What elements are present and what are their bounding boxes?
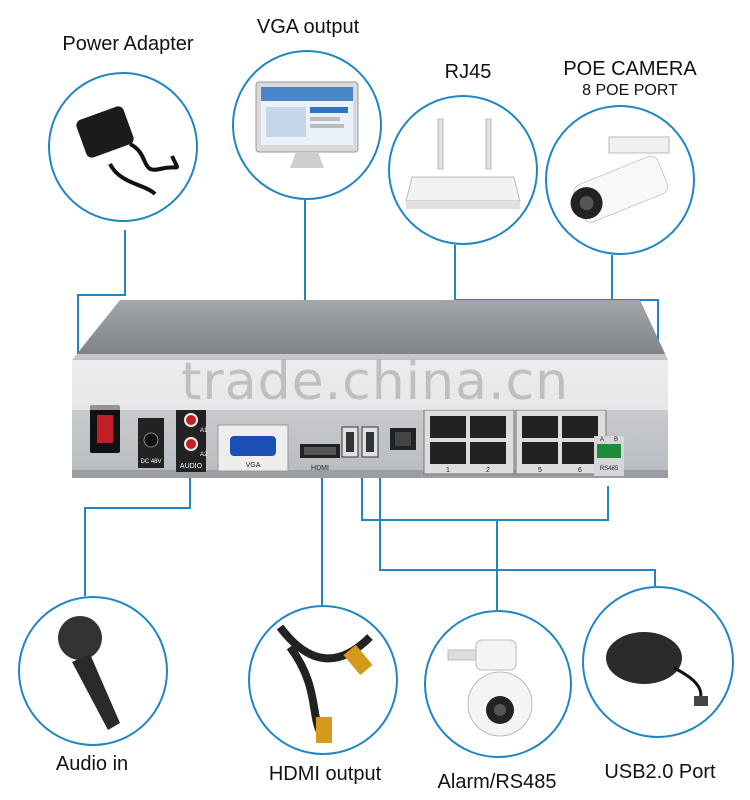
alarm-rs485-circle bbox=[424, 610, 572, 758]
audio-jack-a2 bbox=[184, 437, 198, 451]
poe-port bbox=[562, 416, 598, 438]
rs485-label: RS485 bbox=[600, 466, 619, 472]
audio-in-label: Audio in bbox=[55, 753, 129, 775]
microphone-icon bbox=[58, 616, 120, 730]
vga-port bbox=[230, 436, 276, 456]
poe-port bbox=[522, 442, 558, 464]
dc-jack bbox=[143, 432, 159, 448]
power-adapter-label: Power Adapter bbox=[62, 33, 194, 55]
device-top bbox=[72, 300, 668, 360]
audio-a2-label: A2 bbox=[200, 452, 208, 458]
line-audio-in bbox=[84, 478, 191, 596]
vga-label: VGA bbox=[246, 462, 261, 469]
poe-port-number: 5 bbox=[538, 467, 542, 474]
audio-in-circle bbox=[18, 596, 168, 746]
hdmi-output-label: HDMI output bbox=[268, 763, 382, 785]
monitor-icon bbox=[255, 81, 359, 168]
rj45-label: RJ45 bbox=[444, 61, 492, 83]
hdmi-label: HDMI bbox=[311, 465, 329, 472]
rj45-circle bbox=[388, 95, 538, 245]
vga-output-label: VGA output bbox=[256, 16, 360, 38]
usb-port-label: USB2.0 Port bbox=[604, 761, 716, 783]
usb-port-circle bbox=[582, 586, 734, 738]
mouse-icon bbox=[606, 632, 708, 706]
poe-port-label: 8 POE PORT bbox=[582, 82, 678, 99]
power-adapter-circle bbox=[48, 72, 198, 222]
poe-port bbox=[470, 416, 506, 438]
poe-port bbox=[430, 416, 466, 438]
poe-port-number: 2 bbox=[486, 467, 490, 474]
poe-camera-circle bbox=[545, 105, 695, 255]
audio-jack-a1 bbox=[184, 413, 198, 427]
line-power-adapter bbox=[77, 230, 126, 390]
poe-port bbox=[430, 442, 466, 464]
router-icon bbox=[405, 118, 521, 209]
poe-camera-label: POE CAMERA bbox=[563, 58, 697, 80]
poe-port-block: 1 2 5 6 bbox=[423, 409, 607, 475]
line-alarm bbox=[379, 476, 656, 586]
ptz-camera-icon bbox=[447, 639, 533, 737]
line-usb-port bbox=[361, 476, 609, 521]
poe-port-number: 6 bbox=[578, 467, 582, 474]
rs485-b-label: B bbox=[614, 437, 618, 443]
rs485-a-label: A bbox=[600, 437, 604, 443]
poe-port bbox=[562, 442, 598, 464]
rs485-terminal bbox=[597, 444, 621, 458]
audio-label: AUDIO bbox=[180, 463, 203, 470]
poe-port-number: 1 bbox=[446, 467, 450, 474]
hdmi-cable-icon bbox=[276, 624, 373, 743]
poe-port bbox=[470, 442, 506, 464]
audio-a1-label: A1 bbox=[200, 428, 208, 434]
alarm-rs485-label: Alarm/RS485 bbox=[437, 771, 557, 793]
power-adapter-icon bbox=[76, 106, 179, 196]
bullet-camera-icon bbox=[570, 136, 670, 223]
dc-label: DC 48V bbox=[140, 459, 161, 465]
vga-output-circle bbox=[232, 50, 382, 200]
poe-port bbox=[522, 416, 558, 438]
hdmi-output-circle bbox=[248, 605, 398, 755]
